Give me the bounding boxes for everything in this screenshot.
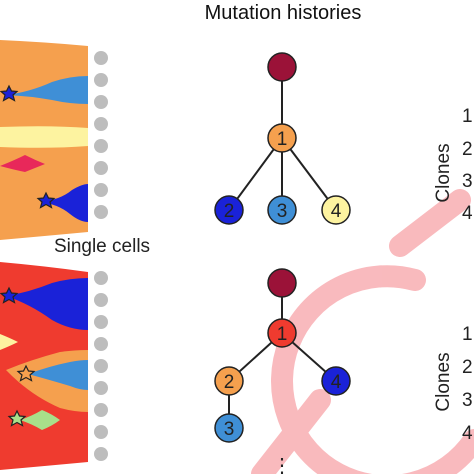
fish-clone-dark-blue [40,184,88,222]
fish-clone-light-blue [28,360,88,390]
fish-plot-top [0,40,88,240]
tree-node-label: 4 [331,201,342,222]
single-cells-label: Single cells [54,236,150,257]
single-cells-bottom [94,271,108,461]
tree-node-label: 1 [277,324,288,345]
tree-node-root [267,268,297,298]
clones-label: Clones [433,143,454,202]
tree-node-label: 4 [331,372,342,393]
page-title: Mutation histories [205,2,362,24]
star-icon [36,191,56,209]
tree-node-1 [267,318,297,348]
clone-number: 1 [462,106,473,127]
tree-node-3 [214,413,244,443]
watermark [251,189,474,474]
star-icon [0,84,19,102]
tree-node-label: 2 [224,201,235,222]
single-cells-top [94,51,108,219]
tree-node-4 [321,366,351,396]
fish-clone-dark-blue [6,278,88,330]
tree-node-3 [267,195,297,225]
clone-number: 3 [462,390,473,411]
fish-clone-red [0,155,45,172]
tree-node-label: 3 [277,201,288,222]
clone-number: 2 [462,139,473,160]
star-icon [0,286,19,304]
fish-clone-green [20,410,60,430]
fish-clone-light-blue [6,76,88,104]
clone-number: 4 [462,203,473,224]
clone-number: 4 [462,423,473,444]
star-icon [7,409,27,427]
tree-node-2 [214,366,244,396]
clone-number: 2 [462,357,473,378]
fish-clone-yellow [0,126,88,148]
tree-node-label: 2 [224,372,235,393]
mutation-tree-bottom: 1 2 3 4 ⋮ [214,268,351,474]
continuation-ellipsis: ⋮ [272,455,292,474]
clone-number: 1 [462,324,473,345]
tree-node-4 [321,195,351,225]
tree-node-2 [214,195,244,225]
star-icon [16,364,36,382]
mutation-tree-top: 1 2 3 4 [214,52,351,225]
clone-number: 3 [462,171,473,192]
tree-node-label: 3 [224,419,235,440]
fish-plot-bottom [0,262,88,470]
fish-clone-yellow [0,334,18,350]
tree-node-label: 1 [277,129,288,150]
tree-node-1 [267,123,297,153]
tree-node-root [267,52,297,82]
clones-label: Clones [433,352,454,411]
